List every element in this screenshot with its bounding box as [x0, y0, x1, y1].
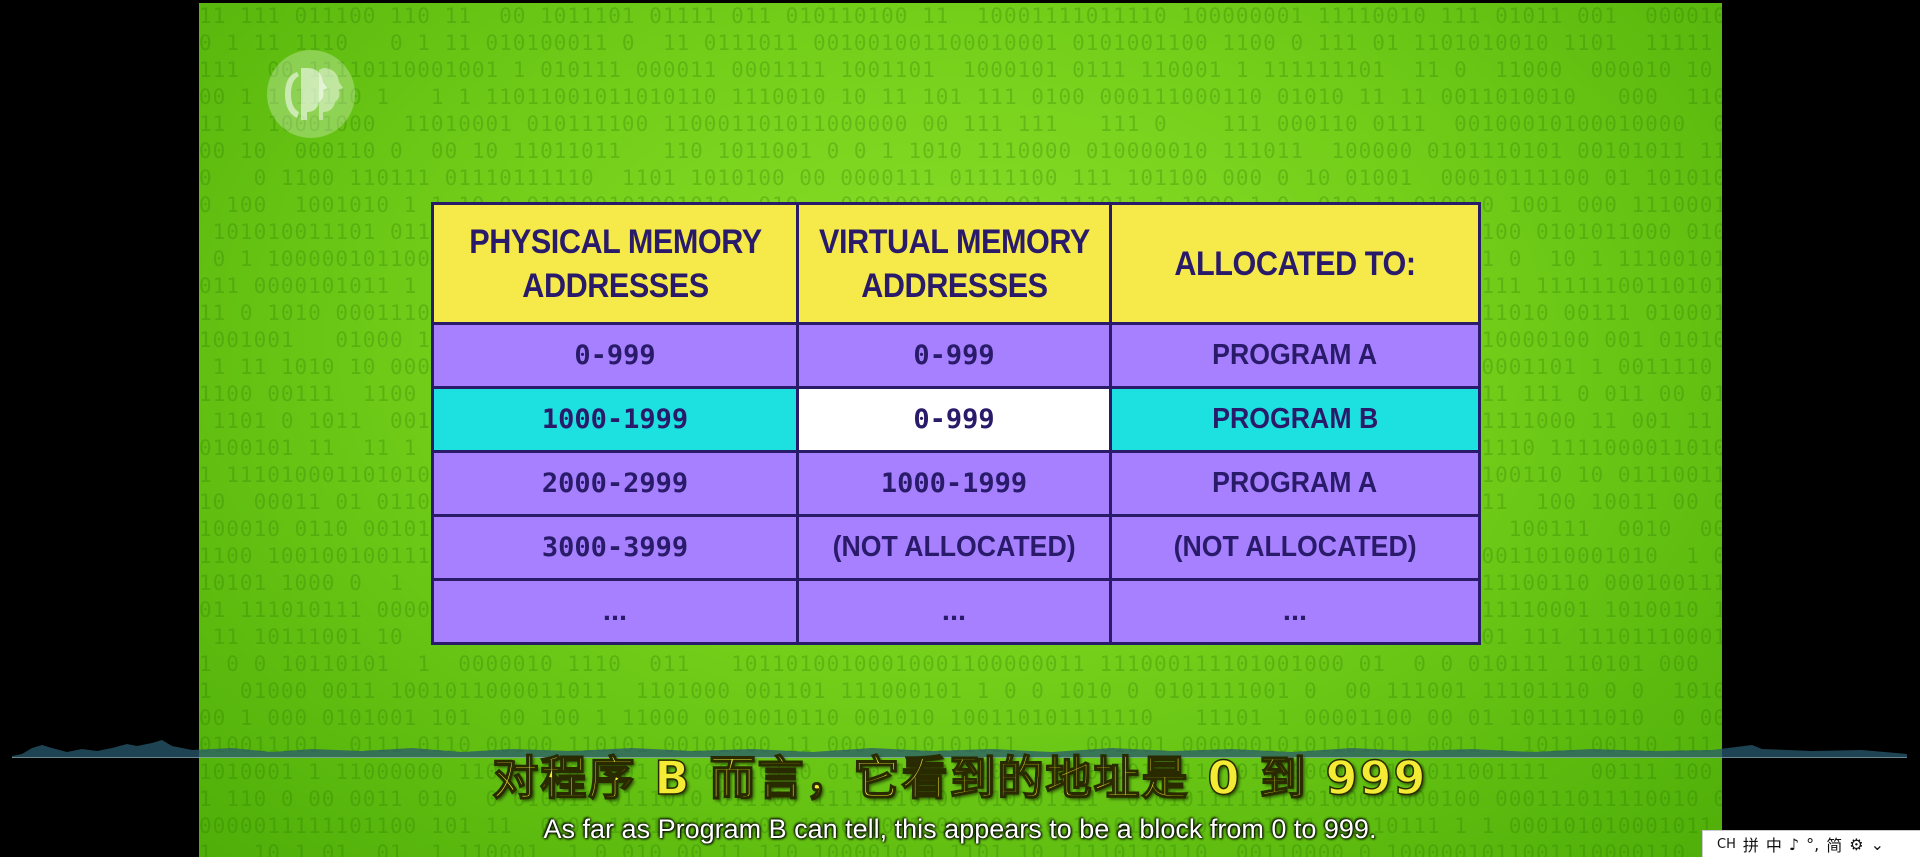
table-row: 2000-2999 1000-1999 PROGRAM A: [431, 450, 1481, 517]
subtitle-chinese: 对程序 B 而言，它看到的地址是 0 到 999: [492, 750, 1428, 806]
virtual-address-cell: (NOT ALLOCATED): [796, 514, 1112, 581]
table-row: 3000-3999 (NOT ALLOCATED) (NOT ALLOCATED…: [431, 514, 1481, 581]
ime-expand-icon[interactable]: ⌄: [1870, 834, 1884, 854]
allocated-to-label: PROGRAM B: [1211, 403, 1379, 435]
header-allocated-to-label: ALLOCATED TO:: [1174, 244, 1416, 283]
allocated-to-label: PROGRAM A: [1212, 467, 1378, 499]
ime-mode-toggle[interactable]: CH: [1717, 836, 1736, 852]
header-physical-memory-label: PHYSICAL MEMORY ADDRESSES: [468, 222, 762, 305]
table-row-highlighted: 1000-1999 0-999 PROGRAM B: [431, 386, 1481, 453]
table-header-row: PHYSICAL MEMORY ADDRESSES VIRTUAL MEMORY…: [431, 202, 1481, 325]
virtual-address-cell: 0-999: [796, 386, 1112, 453]
subtitle-english: As far as Program B can tell, this appea…: [543, 814, 1377, 844]
table-row: 0-999 0-999 PROGRAM A: [431, 322, 1481, 389]
audio-waveform[interactable]: [12, 718, 1907, 758]
ime-settings-icon[interactable]: ⚙: [1849, 834, 1864, 854]
allocated-to-cell: PROGRAM A: [1109, 450, 1481, 517]
allocated-to-cell: PROGRAM B: [1109, 386, 1481, 453]
virtual-address-label: (NOT ALLOCATED): [832, 531, 1076, 563]
physical-address-cell: 3000-3999: [431, 514, 799, 581]
ime-music-icon[interactable]: ♪: [1788, 834, 1800, 854]
ime-simplified-toggle[interactable]: 简: [1826, 836, 1843, 855]
ime-toolbar[interactable]: CH 拼 中 ♪ °, 简 ⚙ ⌄: [1702, 830, 1920, 857]
allocated-to-cell: PROGRAM A: [1109, 322, 1481, 389]
virtual-address-cell: 1000-1999: [796, 450, 1112, 517]
allocated-to-label: (NOT ALLOCATED): [1173, 531, 1417, 563]
header-physical-memory: PHYSICAL MEMORY ADDRESSES: [431, 202, 799, 325]
ime-punctuation-icon[interactable]: °,: [1806, 834, 1820, 854]
allocated-to-label: PROGRAM A: [1212, 339, 1378, 371]
physical-address-cell: 1000-1999: [431, 386, 799, 453]
allocated-to-cell: ...: [1109, 578, 1481, 645]
physical-address-cell: 2000-2999: [431, 450, 799, 517]
header-virtual-memory: VIRTUAL MEMORY ADDRESSES: [796, 202, 1112, 325]
ime-chinese-toggle[interactable]: 中: [1765, 836, 1782, 855]
memory-allocation-table: PHYSICAL MEMORY ADDRESSES VIRTUAL MEMORY…: [431, 202, 1481, 645]
table-row: ... ... ...: [431, 578, 1481, 645]
virtual-address-cell: 0-999: [796, 322, 1112, 389]
virtual-address-cell: ...: [796, 578, 1112, 645]
ime-pinyin-icon[interactable]: 拼: [1742, 836, 1759, 855]
allocated-to-cell: (NOT ALLOCATED): [1109, 514, 1481, 581]
physical-address-cell: ...: [431, 578, 799, 645]
header-allocated-to: ALLOCATED TO:: [1109, 202, 1481, 325]
physical-address-cell: 0-999: [431, 322, 799, 389]
header-virtual-memory-label: VIRTUAL MEMORY ADDRESSES: [818, 222, 1090, 305]
pbs-logo-icon: [267, 50, 355, 138]
